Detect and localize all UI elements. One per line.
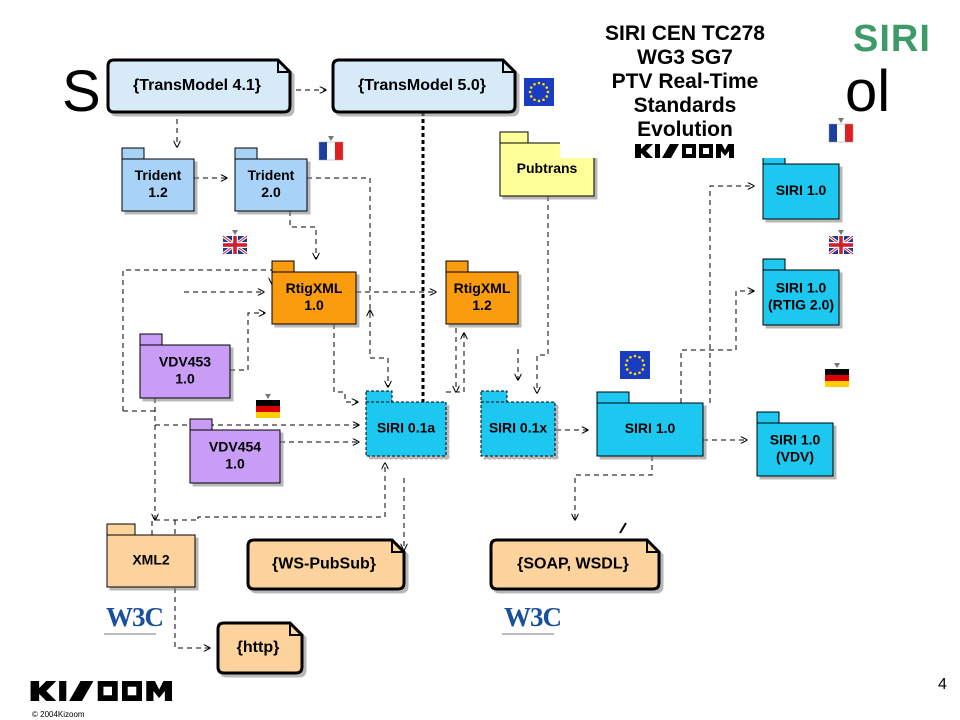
note-label: {http}: [237, 639, 280, 656]
note-soapwsdl: {SOAP, WSDL}: [489, 538, 661, 591]
package-label: RtigXML: [286, 280, 343, 296]
w3c-logo: W3C: [104, 602, 164, 635]
package-siri01a: SIRI 0.1a: [365, 390, 447, 457]
package-label: SIRI 1.0: [776, 280, 827, 296]
package-siri10vdv: SIRI 1.0(VDV): [756, 411, 834, 477]
package-label: VDV454: [209, 439, 261, 455]
package-label: SIRI 1.0: [625, 420, 676, 436]
package-siri10rtig: SIRI 1.0(RTIG 2.0): [762, 258, 840, 326]
eu-flag-icon: [620, 351, 650, 379]
package-label: 1.2: [148, 184, 168, 200]
uk-flag-icon: [828, 230, 854, 256]
package-label: (VDV): [776, 449, 814, 465]
package-label: 1.0: [225, 456, 245, 472]
package-label: VDV453: [159, 354, 211, 370]
w3c-logo-text: W3C: [106, 602, 163, 632]
package-label: 2.0: [261, 184, 281, 200]
note-label: {TransModel 4.1}: [133, 77, 261, 94]
w3c-logo: W3C: [502, 602, 562, 635]
france-flag-icon: [828, 118, 854, 143]
info-line: SIRI CEN TC278: [605, 22, 765, 45]
note-label: {TransModel 5.0}: [358, 77, 486, 94]
france-flag-icon: [318, 136, 344, 161]
note-label: {WS-PubSub}: [272, 556, 376, 573]
dependency-arrow: [333, 324, 358, 402]
dependency-arrow: [197, 463, 385, 519]
info-line: PTV Real-Time: [611, 70, 759, 93]
note-tm41: {TransModel 4.1}: [106, 58, 292, 114]
note-tm50: {TransModel 5.0}: [331, 58, 517, 114]
kizoom-logo-small: [635, 144, 734, 158]
dependency-arrow: [680, 291, 754, 403]
package-label: XML2: [132, 552, 170, 568]
package-label: SIRI 1.0: [776, 182, 827, 198]
kizoom-logo: [30, 681, 172, 701]
dependency-arrow: [174, 588, 210, 648]
package-label: 1.0: [304, 297, 324, 313]
info-line: Evolution: [637, 118, 733, 141]
package-siri01x: SIRI 0.1x: [480, 390, 556, 457]
siri-logo: SIRI: [853, 18, 931, 60]
dependency-arrow: [446, 333, 464, 393]
germany-flag-icon: [256, 394, 280, 418]
package-label: Trident: [248, 167, 295, 183]
dependency-arrow: [230, 313, 265, 371]
dependency-line: [151, 519, 198, 535]
slide-title-right: ol: [845, 59, 891, 124]
copyright-text: © 2004Kizoom: [32, 710, 85, 719]
note-wspubsub: {WS-PubSub}: [246, 538, 406, 591]
note-tick: [619, 522, 627, 534]
info-line: Standards: [633, 94, 737, 117]
package-xml2: XML2: [106, 523, 196, 588]
package-label: SIRI 0.1x: [489, 420, 548, 436]
package-label: 1.0: [175, 371, 195, 387]
w3c-logo-text: W3C: [504, 602, 561, 632]
package-label: (RTIG 2.0): [768, 297, 834, 313]
package-siri10main: SIRI 1.0: [596, 391, 704, 457]
dependency-arrow: [307, 177, 388, 387]
dependency-arrow: [575, 456, 653, 520]
package-label: SIRI 0.1a: [377, 420, 436, 436]
info-box: SIRI CEN TC278 WG3 SG7 PTV Real-Time Sta…: [560, 22, 810, 158]
package-label: RtigXML: [454, 280, 511, 296]
uk-flag-icon: [222, 230, 248, 256]
note-label: {SOAP, WSDL}: [517, 556, 629, 573]
dependency-arrow: [289, 211, 316, 259]
page-number: 4: [938, 676, 947, 693]
slide-title-left: S: [62, 59, 101, 124]
package-siri10fr: SIRI 1.0: [762, 152, 840, 220]
dependency-arrow: [537, 196, 549, 393]
info-line: WG3 SG7: [637, 46, 733, 69]
note-http: {http}: [216, 621, 304, 675]
eu-flag-icon: [524, 78, 554, 106]
package-label: Trident: [135, 167, 182, 183]
dependency-arrow: [709, 186, 754, 403]
germany-flag-icon: [825, 363, 849, 387]
package-label: Pubtrans: [517, 160, 578, 176]
package-label: 1.2: [472, 297, 492, 313]
package-label: SIRI 1.0: [770, 432, 821, 448]
